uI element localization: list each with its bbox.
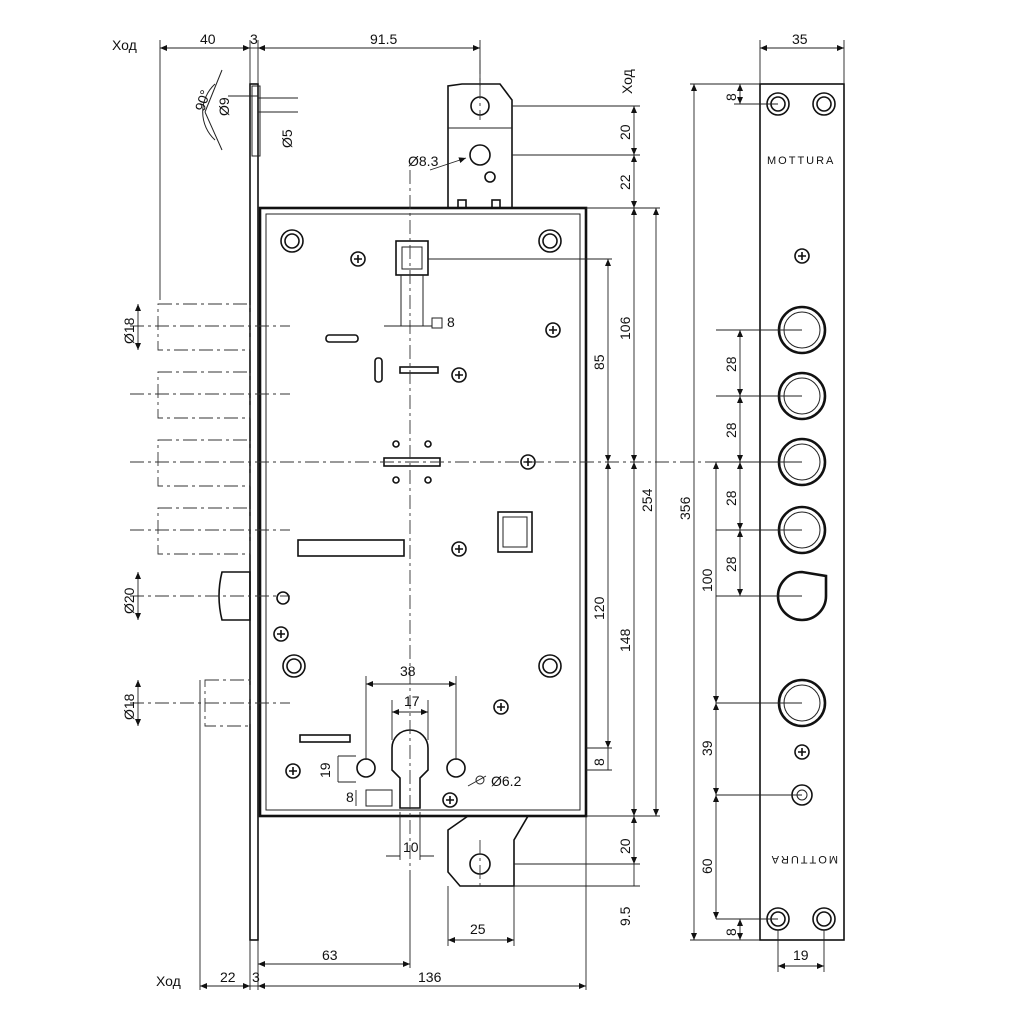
dim-25: 25 (470, 921, 486, 937)
fp-dim-28-d: 28 (723, 556, 739, 572)
dia-8-3: Ø8.3 (408, 153, 439, 169)
case-internals (273, 229, 562, 809)
fp-dim-8-bottom: 8 (723, 928, 739, 936)
dim-148: 148 (617, 628, 633, 652)
dim-3: 3 (250, 31, 258, 47)
sq-8: 8 (447, 314, 455, 330)
front-plate-dimensions (690, 40, 845, 972)
dim-40: 40 (200, 31, 216, 47)
dia-20: Ø20 (121, 587, 137, 614)
fp-dim-39: 39 (699, 740, 715, 756)
top-dimensions (159, 40, 481, 300)
dia-6-2: Ø6.2 (491, 773, 522, 789)
dim-3-bottom: 3 (252, 969, 260, 985)
brand-top: MOTTURA (767, 155, 835, 167)
top-bracket (447, 83, 513, 209)
dim-10: 10 (403, 839, 419, 855)
dim-136: 136 (418, 969, 442, 985)
dim-17: 17 (404, 693, 420, 709)
case-right-dimensions (428, 105, 660, 887)
dim-20-top: 20 (617, 124, 633, 140)
dim-8-mid: 8 (591, 758, 607, 766)
dim-19-small: 19 (317, 762, 333, 778)
dim-63: 63 (322, 947, 338, 963)
cylinder-dims (337, 676, 457, 860)
lock-case (258, 206, 588, 818)
fp-dim-28-c: 28 (723, 490, 739, 506)
dim-9-5: 9.5 (617, 906, 633, 926)
dim-91-5: 91.5 (370, 31, 397, 47)
dim-120: 120 (591, 596, 607, 620)
dim-254: 254 (639, 488, 655, 512)
bottom-dimensions (199, 680, 587, 990)
dim-106: 106 (617, 316, 633, 340)
forend-plate (249, 83, 261, 941)
deadbolts (157, 303, 251, 727)
dim-85: 85 (591, 354, 607, 370)
fp-dim-19: 19 (793, 947, 809, 963)
dia-5: Ø5 (279, 129, 295, 148)
dim-22-right: 22 (617, 174, 633, 190)
dim-20-bottom: 20 (617, 838, 633, 854)
dia-18-top: Ø18 (121, 317, 137, 344)
dia-9: Ø9 (216, 97, 232, 116)
dim-38: 38 (400, 663, 416, 679)
fp-dim-356: 356 (677, 496, 693, 520)
stroke-label-top: Ход (112, 37, 137, 53)
bottom-bracket (447, 815, 530, 887)
fp-dim-60: 60 (699, 858, 715, 874)
dim-22: 22 (220, 969, 236, 985)
brand-bottom: MOTTURA (770, 853, 838, 865)
top-hook-bolt (202, 69, 298, 151)
fp-dim-100: 100 (699, 568, 715, 592)
front-plate (759, 83, 845, 941)
fp-dim-8-top: 8 (723, 93, 739, 101)
dim-8-small: 8 (346, 789, 354, 805)
stroke-label-bottom: Ход (156, 973, 181, 989)
dia-18-bottom: Ø18 (121, 693, 137, 720)
fp-dim-28-a: 28 (723, 356, 739, 372)
fp-dim-35: 35 (792, 31, 808, 47)
angle-90: 90° (192, 88, 214, 113)
stroke-label-right: Ход (619, 69, 635, 94)
axis-lines (130, 60, 720, 890)
fp-dim-28-b: 28 (723, 422, 739, 438)
